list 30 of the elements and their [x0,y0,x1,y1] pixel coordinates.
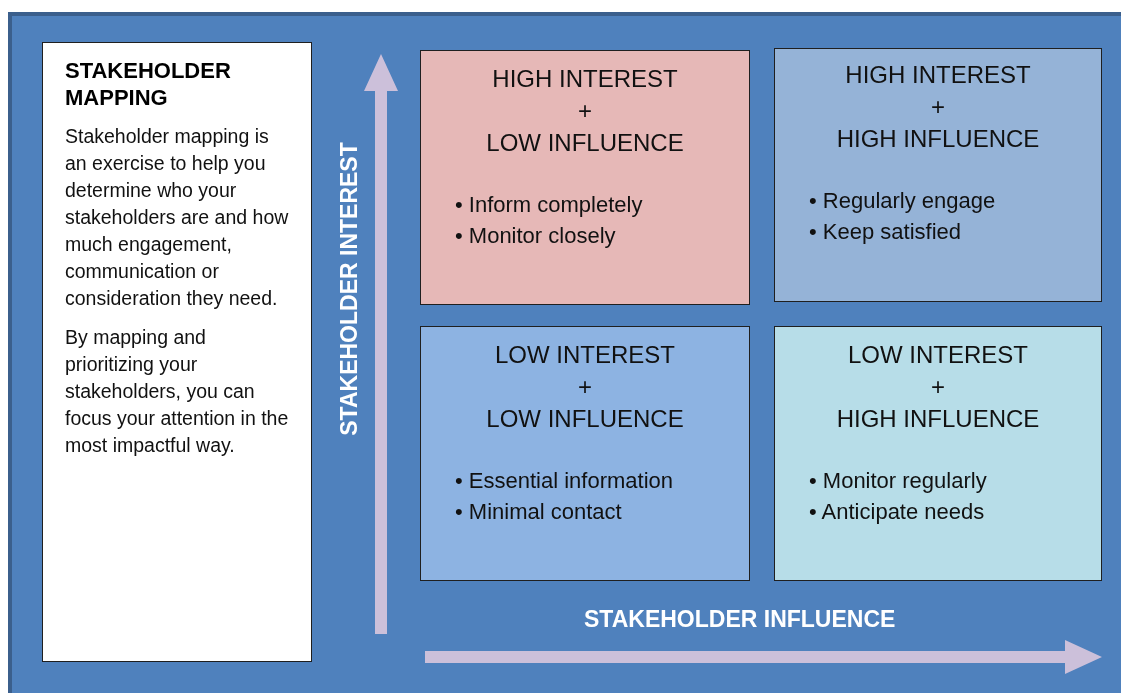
bullet-item: • Keep satisfied [809,218,962,246]
quadrant-heading: + [930,372,946,402]
bullet-item: • Regularly engage [809,187,997,215]
quadrant-heading: HIGH INTEREST [491,64,679,94]
quadrant-heading: HIGH INFLUENCE [835,124,1041,154]
quadrant-box [420,326,750,581]
quadrant-heading: + [577,372,593,402]
quadrant-box [420,50,750,305]
text-panel [42,42,312,662]
quadrant-heading: LOW INFLUENCE [485,404,685,434]
axis-label: STAKEHOLDER INFLUENCE [584,606,896,633]
paragraph: Stakeholder mapping is an exercise to help you determine who your stakeholders are and how much engagement, communication or consideration they need. [65,124,290,311]
panel-heading: STAKEHOLDER MAPPING [65,57,232,111]
quadrant-heading: HIGH INTEREST [844,60,1032,90]
bullet-item: • Anticipate needs [809,498,986,526]
quadrant-heading: + [930,92,946,122]
quadrant-heading: LOW INTEREST [494,340,676,370]
quadrant-box [774,326,1102,581]
paragraph: By mapping and prioritizing your stakeholders, you can focus your attention in the most impactful way. [65,325,290,458]
quadrant-box [774,48,1102,302]
bullet-item: • Monitor closely [455,222,617,250]
bullet-item: • Inform completely [455,191,644,219]
quadrant-heading: LOW INFLUENCE [485,128,685,158]
bullet-item: • Monitor regularly [809,467,988,495]
quadrant-heading: HIGH INFLUENCE [835,404,1041,434]
bullet-item: • Essential information [455,467,675,495]
quadrant-heading: LOW INTEREST [847,340,1029,370]
bullet-item: • Minimal contact [455,498,623,526]
quadrant-heading: + [577,96,593,126]
axis-label: STAKEHOLDER INTEREST [335,142,363,436]
